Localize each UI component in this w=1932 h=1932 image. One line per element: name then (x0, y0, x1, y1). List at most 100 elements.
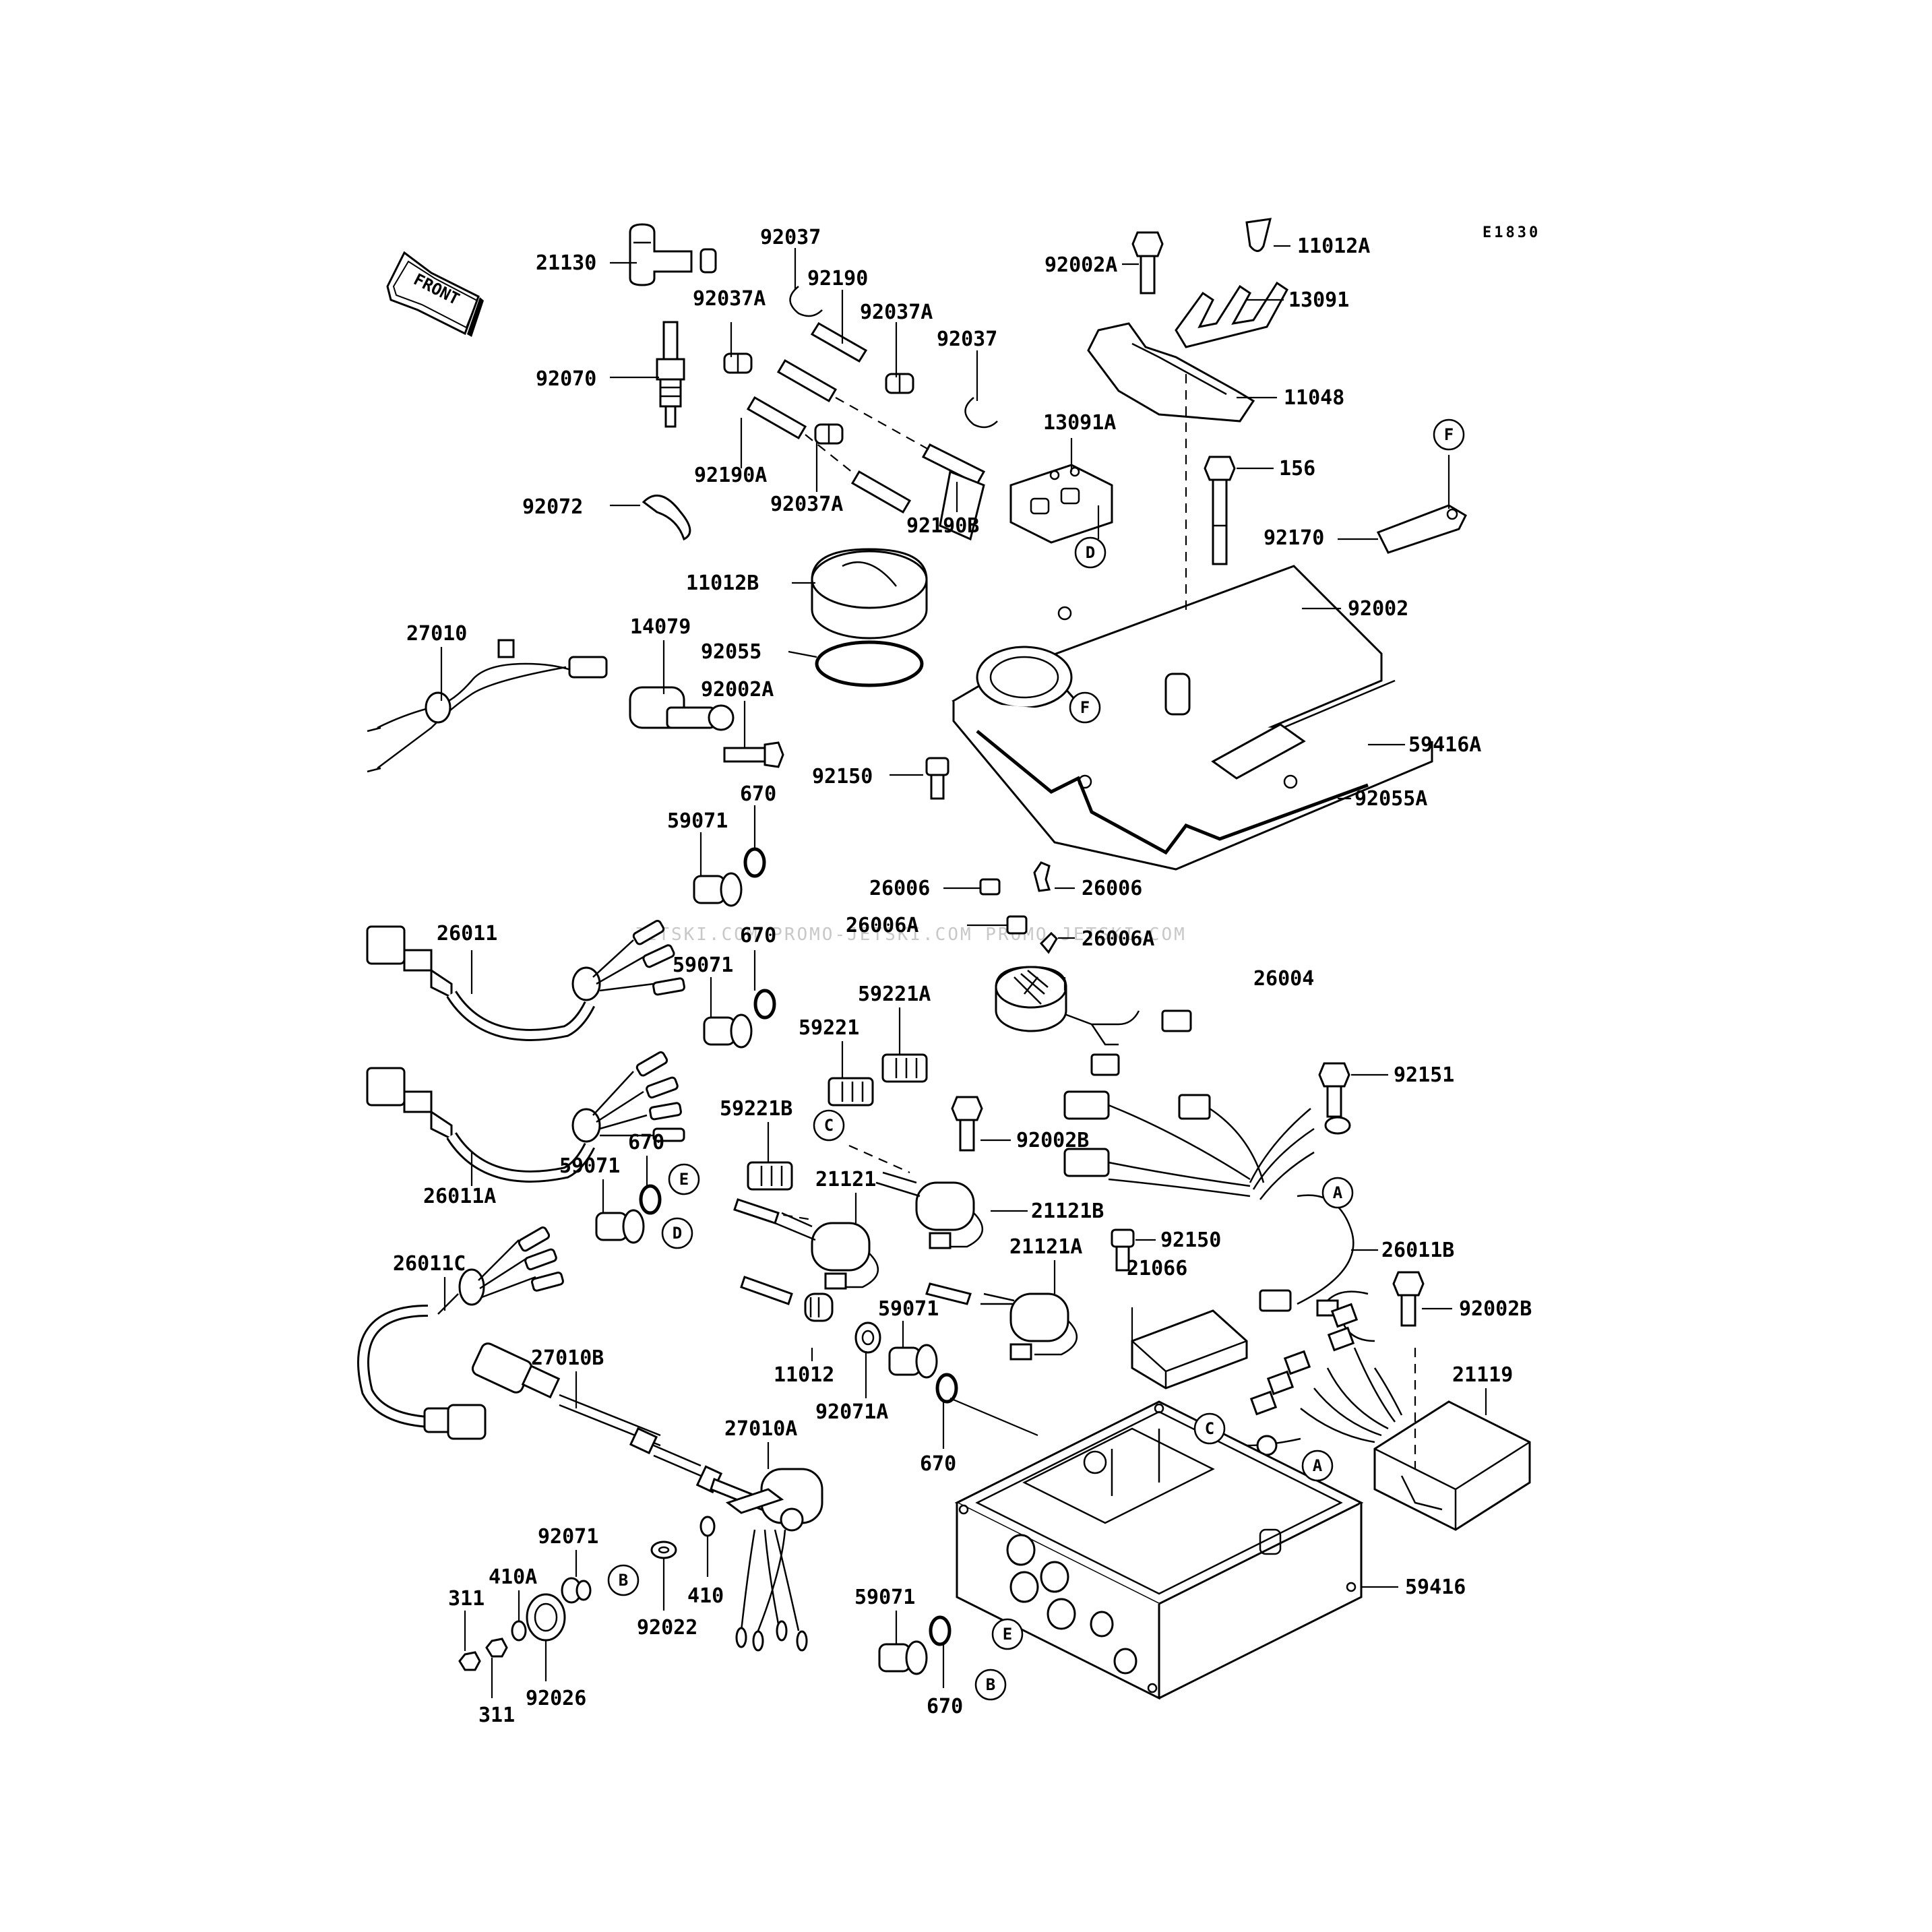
connector-part (881, 1053, 928, 1083)
watermark: JETSKI.COM PROMO-JETSKI.COM PROMO-JETSKI… (633, 925, 1187, 945)
part-label: 311 (448, 1587, 485, 1611)
part-label: 27010B (531, 1346, 604, 1370)
part-label: 59221B (720, 1097, 792, 1121)
part-label: 92071A (815, 1400, 888, 1424)
part-label: 670 (740, 924, 776, 947)
clip-part (964, 397, 998, 429)
part-label: 59221A (858, 983, 931, 1006)
part-label: 92022 (637, 1616, 697, 1640)
o-ring-part (929, 1615, 952, 1646)
grommet-part (526, 1593, 566, 1642)
part-label: 92002B (1016, 1129, 1089, 1152)
sensor-harness-part (367, 639, 608, 773)
part-label: 21121B (1031, 1199, 1104, 1223)
ref-mark-e-bottom: E (991, 1618, 1024, 1650)
part-label: 59416A (1408, 733, 1481, 757)
part-label: 670 (740, 782, 776, 806)
part-label: 11048 (1284, 386, 1344, 410)
ref-mark-b-left: B (607, 1564, 640, 1596)
wire-part (733, 1198, 780, 1224)
svg-text:C: C (1205, 1419, 1214, 1438)
part-label: 92055A (1354, 787, 1427, 811)
ref-mark-c-right: C (1193, 1412, 1226, 1445)
bolt-part (1392, 1271, 1425, 1327)
ref-mark-a-top: A (1321, 1177, 1354, 1209)
fuse-part (1033, 861, 1051, 892)
plate-part (1376, 504, 1467, 554)
part-label: 92190B (906, 514, 979, 538)
part-label: 13091A (1043, 411, 1116, 435)
nut-part (854, 1321, 881, 1354)
spark-plug-cap-part (629, 223, 717, 286)
washer-part (511, 1620, 527, 1642)
washer-part (699, 1516, 716, 1537)
part-label: 92055 (701, 640, 761, 664)
ref-mark-b-bottom: B (974, 1669, 1007, 1701)
part-label: 92026 (526, 1687, 586, 1710)
part-label: 21130 (536, 251, 596, 275)
ref-mark-c-left: C (813, 1109, 845, 1142)
part-label: 27010 (406, 622, 467, 646)
ignition-coil-part (925, 1282, 1078, 1361)
ref-mark-f-housing: F (1069, 691, 1101, 724)
bracket-part (1175, 281, 1288, 348)
plug-part (693, 872, 743, 907)
part-label: 13091 (1288, 288, 1349, 312)
part-label: 26011A (423, 1185, 496, 1208)
ref-mark-d-top: D (1074, 536, 1107, 569)
ref-mark-f-top: F (1433, 418, 1465, 451)
part-label: 670 (927, 1695, 963, 1718)
part-label: 92037A (693, 287, 766, 311)
lead-wire-harness-part (366, 1051, 685, 1183)
part-label: 26011B (1381, 1239, 1454, 1262)
upper-housing-part (952, 374, 1433, 871)
part-label: 92150 (1160, 1228, 1221, 1252)
clip-part (789, 286, 823, 317)
lower-housing-part (954, 1400, 1364, 1700)
plug-part (595, 1209, 645, 1244)
svg-text:F: F (1080, 698, 1090, 717)
part-label: 59071 (854, 1586, 915, 1609)
band-clamp-part (642, 495, 691, 541)
hose-part (746, 321, 986, 541)
fuse-part (1039, 931, 1058, 954)
nut-part (458, 1651, 481, 1671)
o-ring-part (743, 847, 766, 878)
fuse-part (979, 878, 1001, 896)
ref-mark-a-bottom: A (1301, 1450, 1334, 1482)
part-label: 26006A (1082, 927, 1154, 951)
plug-part (878, 1640, 928, 1675)
part-label: 670 (920, 1452, 956, 1476)
regulator-part (1131, 1309, 1248, 1390)
part-label: 59071 (559, 1154, 620, 1178)
part-label: 21066 (1127, 1257, 1187, 1280)
bolt-part (951, 1096, 983, 1152)
part-label: 11012A (1297, 235, 1370, 258)
clamp-part (723, 352, 753, 374)
fuse-box-part (995, 966, 1192, 1076)
front-arrow-icon: FRONT (386, 251, 484, 337)
svg-text:B: B (619, 1571, 628, 1590)
part-label: 14079 (630, 615, 691, 639)
main-harness-part (1063, 1090, 1375, 1342)
part-label: 92002A (1045, 253, 1117, 277)
part-label: 670 (628, 1131, 664, 1154)
gasket-part (976, 730, 1369, 855)
diagram-code: E1830 (1483, 224, 1540, 241)
part-label: 26004 (1253, 967, 1314, 991)
part-label: 410A (489, 1565, 537, 1589)
svg-text:B: B (986, 1675, 995, 1694)
o-ring-part (753, 989, 776, 1020)
part-label: 21121A (1009, 1235, 1082, 1259)
part-label: 59416 (1405, 1576, 1466, 1599)
filler-cap-part (811, 548, 928, 640)
part-label: 92037A (860, 301, 933, 324)
cap-part (1245, 218, 1272, 252)
part-label: 92190A (694, 464, 767, 487)
connector-part (828, 1077, 874, 1107)
part-label: 92002B (1459, 1297, 1532, 1321)
part-label: 92070 (536, 367, 596, 391)
cover-plate-part (1087, 322, 1255, 423)
part-label: 92190 (807, 267, 868, 290)
spark-plug-part (656, 321, 685, 428)
